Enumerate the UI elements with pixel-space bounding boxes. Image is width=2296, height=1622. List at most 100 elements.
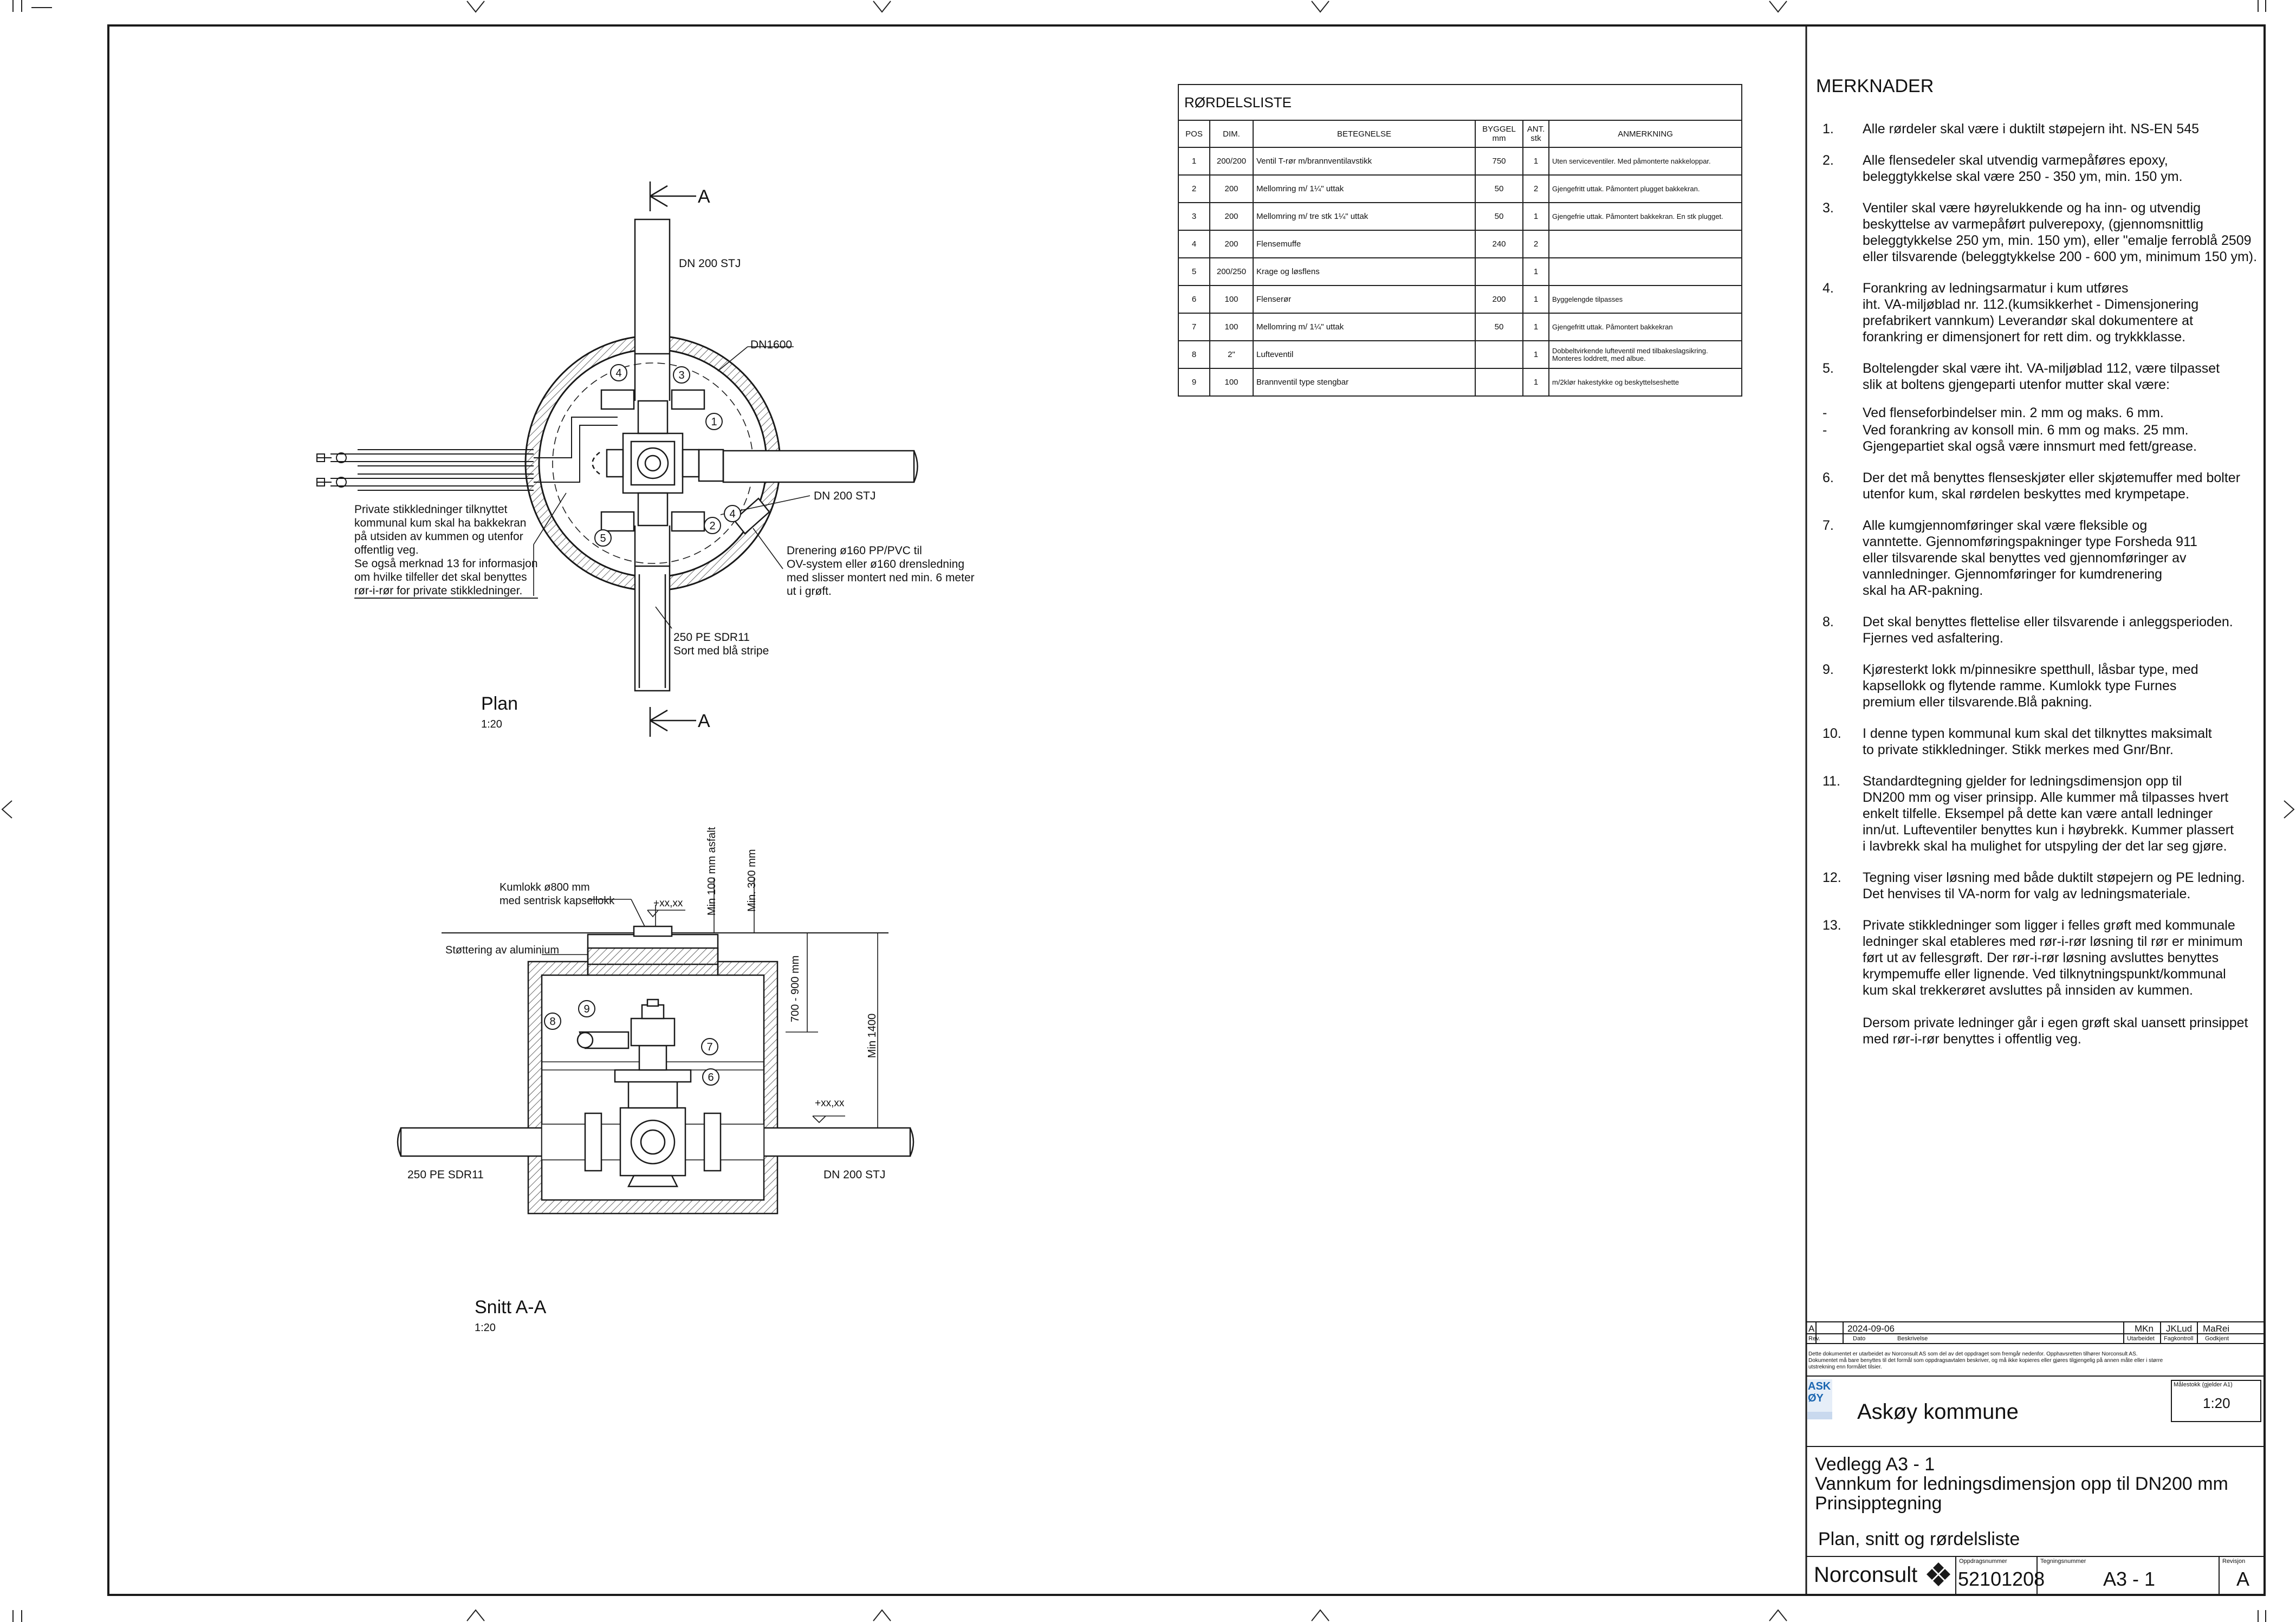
rordelsliste-cell: 1	[1522, 368, 1549, 397]
rev-value: A	[1808, 1323, 1815, 1334]
rordelsliste-cell: 1	[1522, 147, 1549, 176]
rordelsliste-cell: 1	[1522, 340, 1549, 369]
merknad-number: 1.	[1822, 121, 1834, 137]
merknad-text: Tegning viser løsning med både duktilt s…	[1863, 870, 2245, 901]
disclaimer: Dette dokumentet er utarbeidet av Norcon…	[1808, 1351, 2163, 1370]
rordelsliste-cell: 100	[1209, 313, 1254, 341]
rordelsliste-header-cell: POS	[1178, 120, 1210, 148]
callout-7	[701, 1038, 718, 1055]
plan-label-dn1600: DN1600	[750, 339, 793, 351]
norconsult-logo-icon	[1927, 1562, 1950, 1586]
rev-godkjent: MaRei	[2203, 1323, 2230, 1334]
merknad-item: -Ved flenseforbindelser min. 2 mm og mak…	[1816, 405, 2266, 421]
merknad-number: 11.	[1822, 774, 1840, 789]
rordelsliste-cell: 50	[1475, 202, 1523, 231]
rordelsliste-header-cell: DIM.	[1209, 120, 1254, 148]
callout-6	[702, 1068, 719, 1086]
callout-6-label: 6	[708, 1072, 714, 1084]
plan-callouts: 4 3 1 2 4 5	[594, 364, 741, 547]
merknader-title: MERKNADER	[1816, 76, 1934, 96]
rordelsliste-cell: Ventil T-rør m/brannventilavstikk	[1253, 147, 1476, 176]
plan-view	[316, 181, 918, 737]
rordelsliste-cell: 50	[1475, 174, 1523, 203]
section-min1400: Min 1400	[866, 1013, 878, 1058]
rordelsliste-header-cell: ANT. stk	[1522, 120, 1549, 148]
rordelsliste-cell	[1475, 368, 1523, 397]
oppdrag-label: Oppdragsnummer	[1959, 1558, 2007, 1565]
rordelsliste-cell: 1	[1522, 285, 1549, 314]
callout-4a-label: 4	[615, 367, 621, 379]
rev-header-rev: Rev.	[1808, 1335, 1820, 1342]
callout-3-label: 3	[678, 369, 684, 381]
merknad-number: 2.	[1822, 153, 1834, 168]
rordelsliste-cell: Mellomring m/ 1¼" uttak	[1253, 313, 1476, 341]
merknad-number: 7.	[1822, 518, 1834, 533]
rordelsliste-cell: 100	[1209, 368, 1254, 397]
merknad-text: Standardtegning gjelder for ledningsdime…	[1863, 774, 2234, 854]
plan-drenering-note: Drenering ø160 PP/PVC til OV-system elle…	[787, 544, 975, 598]
rordelsliste-cell: 8	[1178, 340, 1210, 369]
merknad-item: 9.Kjøresterkt lokk m/pinnesikre spetthul…	[1816, 661, 2266, 710]
rordelsliste-cell: 1	[1522, 202, 1549, 231]
merknad-text: Private stikkledninger som ligger i fell…	[1863, 918, 2248, 1047]
merknad-text: Der det må benyttes flenseskjøter eller …	[1863, 470, 2241, 502]
merknad-text: Alle kumgjennomføringer skal være fleksi…	[1863, 518, 2197, 598]
rordelsliste-cell: 4	[1178, 230, 1210, 258]
drawing-title-line2: Vannkum for ledningsdimensjon opp til DN…	[1815, 1474, 2228, 1494]
merknad-item: 6. Der det må benyttes flenseskjøter elle…	[1816, 470, 2266, 502]
rordelsliste-cell: 200	[1209, 174, 1254, 203]
rordelsliste-cell: Dobbeltvirkende lufteventil med tilbakes…	[1548, 340, 1743, 369]
merknad-number: 10.	[1822, 726, 1841, 741]
callout-9-label: 9	[583, 1003, 589, 1015]
merknad-item: 3.Ventiler skal være høyrelukkende og ha…	[1816, 200, 2266, 265]
merknad-text: Alle rørdeler skal være i duktilt støpej…	[1863, 121, 2200, 137]
merknad-number: 4.	[1822, 281, 1834, 296]
rev-header-fagkontroll: Fagkontroll	[2164, 1335, 2194, 1342]
drawing-subtitle: Plan, snitt og rørdelsliste	[1818, 1529, 2020, 1549]
sheet-border	[107, 24, 2266, 1596]
rev-header-date: Dato	[1853, 1335, 1866, 1342]
rev-header-godkjent: Godkjent	[2205, 1335, 2229, 1342]
section-min300: Min. 300 mm	[746, 849, 758, 912]
merknad-number: 6.	[1822, 470, 1834, 485]
rordelsliste-cell: 50	[1475, 313, 1523, 341]
rordelsliste-cell: 1	[1178, 147, 1210, 176]
rordelsliste-cell: 7	[1178, 313, 1210, 341]
rordelsliste-cell: Flenserør	[1253, 285, 1476, 314]
tegning-label: Tegningsnummer	[2040, 1558, 2086, 1565]
rordelsliste-header-cell: BETEGNELSE	[1253, 120, 1476, 148]
rordelsliste-cell: 200	[1209, 202, 1254, 231]
drawing-title-line3: Prinsipptegning	[1815, 1493, 1942, 1514]
rordelsliste-cell: Brannventil type stengbar	[1253, 368, 1476, 397]
callout-1-label: 1	[711, 416, 717, 428]
rordelsliste-cell	[1475, 340, 1523, 369]
rordelsliste-cell: 2	[1522, 230, 1549, 258]
merknad-item: 7. Alle kumgjennomføringer skal være flek…	[1816, 517, 2266, 599]
callout-4b	[724, 505, 741, 522]
rordelsliste-cell: 1	[1522, 313, 1549, 341]
rordelsliste-cell: Mellomring m/ 1¼" uttak	[1253, 174, 1476, 203]
rev-date: 2024-09-06	[1847, 1323, 1895, 1334]
rordelsliste-cell: 9	[1178, 368, 1210, 397]
rordelsliste-cell: 1	[1522, 257, 1549, 286]
client-logo	[1807, 1379, 1832, 1419]
callout-8	[544, 1013, 561, 1030]
section-kumlokk-note: Kumlokk ø800 mm med sentrisk kapsellokk	[500, 881, 615, 907]
merknad-item: 10.I denne typen kommunal kum skal det t…	[1816, 725, 2266, 758]
rev-header-utarbeidet: Utarbeidet	[2127, 1335, 2155, 1342]
callout-2-label: 2	[709, 520, 715, 532]
section-scale: 1:20	[475, 1322, 496, 1334]
rordelsliste-cell: 2"	[1209, 340, 1254, 369]
plan-title: Plan	[481, 693, 518, 714]
merknad-text: Alle flensedeler skal utvendig varmepåfø…	[1863, 153, 2183, 184]
